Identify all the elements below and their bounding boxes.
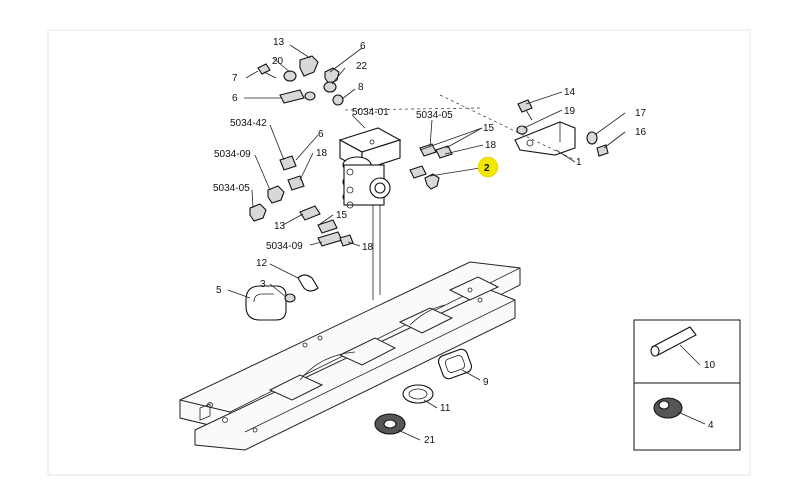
highlighted-callout-2[interactable]: 2 <box>477 156 499 178</box>
chassis-frame <box>179 205 521 451</box>
callout-19: 19 <box>564 106 576 117</box>
callout-labels: 13 6 20 22 7 8 6 5034-01 5034-05 15 18 5… <box>213 37 716 446</box>
detail-inset <box>633 319 741 451</box>
callout-15-right: 15 <box>483 123 495 134</box>
callout-2: 2 <box>484 163 490 174</box>
bracket-assembly <box>514 99 609 157</box>
callout-1: 1 <box>576 157 582 168</box>
callout-4: 4 <box>708 420 714 431</box>
callout-3: 3 <box>260 279 266 290</box>
callout-13-top: 13 <box>273 37 285 48</box>
misc-parts <box>245 274 473 435</box>
callout-9: 9 <box>483 377 489 388</box>
callout-5: 5 <box>216 285 222 296</box>
callout-5034-05-left: 5034-05 <box>213 183 250 194</box>
callout-5034-42: 5034-42 <box>230 118 267 129</box>
callout-5034-09-lower: 5034-09 <box>266 241 303 252</box>
callout-16: 16 <box>635 127 647 138</box>
valve-assembly <box>338 127 402 209</box>
callout-17: 17 <box>635 108 647 119</box>
callout-18-lower: 18 <box>362 242 374 253</box>
callout-10: 10 <box>704 360 716 371</box>
callout-13-lower: 13 <box>274 221 286 232</box>
callout-21: 21 <box>424 435 436 446</box>
callout-20: 20 <box>272 56 284 67</box>
callout-18-left: 18 <box>316 148 328 159</box>
diagram-border <box>47 29 751 476</box>
callout-5034-01: 5034-01 <box>352 107 389 118</box>
callout-22: 22 <box>356 61 368 72</box>
leader-lines <box>227 44 706 441</box>
callout-5034-05-right: 5034-05 <box>416 110 453 121</box>
callout-11: 11 <box>440 403 451 414</box>
callout-5034-09-left: 5034-09 <box>214 149 251 160</box>
callout-14: 14 <box>564 87 576 98</box>
callout-6-left: 6 <box>318 129 324 140</box>
highlight-marker[interactable] <box>477 156 499 178</box>
callout-6-mid: 6 <box>232 93 238 104</box>
callout-7: 7 <box>232 73 238 84</box>
callout-12: 12 <box>256 258 268 269</box>
callout-18-right: 18 <box>485 140 497 151</box>
callout-6-top: 6 <box>360 41 366 52</box>
callout-15-lower: 15 <box>336 210 348 221</box>
callout-8: 8 <box>358 82 364 93</box>
